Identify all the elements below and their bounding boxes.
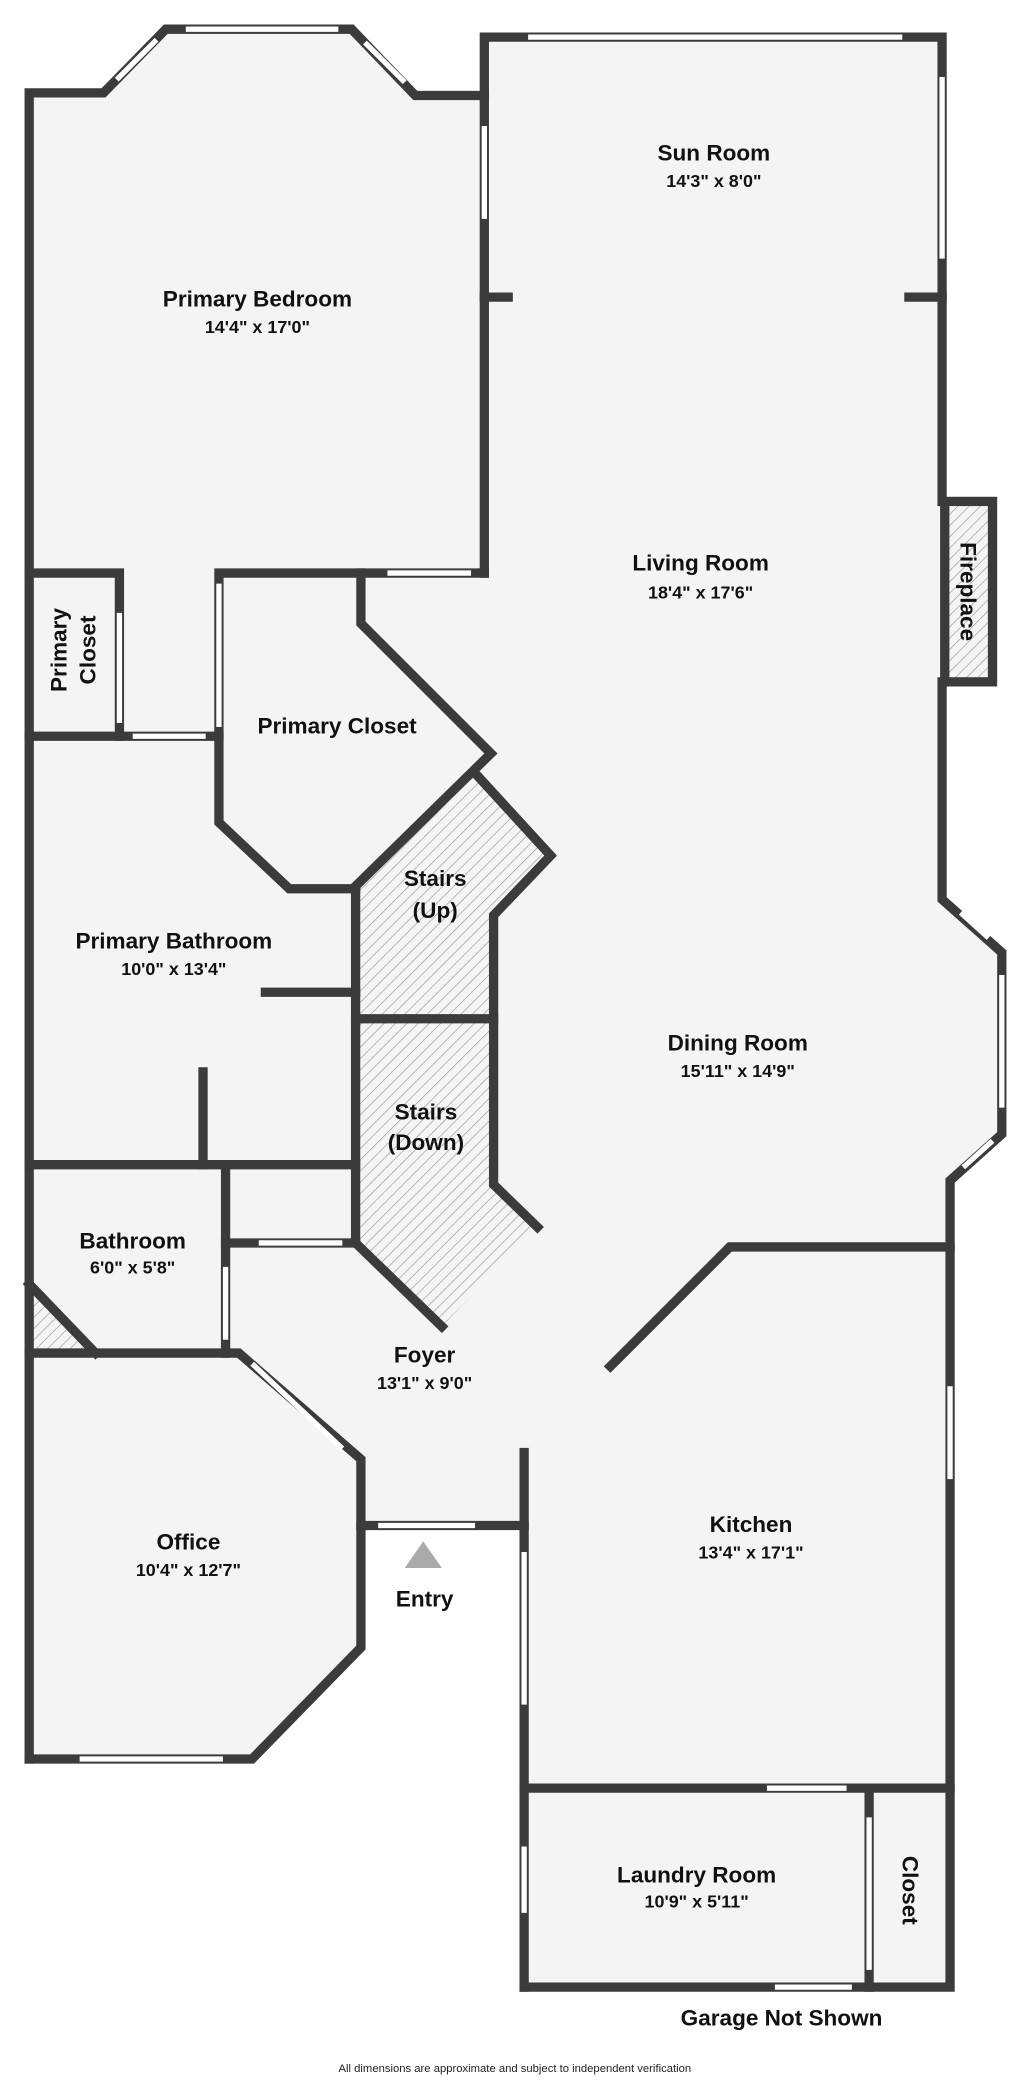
room-name: Closet: [897, 1856, 922, 1925]
room-name: Office: [156, 1529, 220, 1554]
windows: [79, 26, 1005, 1990]
room-name: Foyer: [394, 1342, 456, 1367]
disclaimer: All dimensions are approximate and subje…: [339, 2063, 692, 2075]
room-name: Bathroom: [79, 1228, 185, 1253]
room-name: Dining Room: [668, 1031, 808, 1056]
garage-note: Garage Not Shown: [681, 2006, 883, 2031]
room-name: Primary Bedroom: [163, 286, 352, 311]
room-name: Laundry Room: [617, 1862, 776, 1887]
room-name: Primary: [46, 608, 71, 692]
room-name: (Up): [413, 898, 458, 923]
room-name: Sun Room: [657, 141, 770, 166]
room-name: Closet: [76, 615, 101, 684]
room-dims: 14'3" x 8'0": [666, 171, 761, 191]
room-dims: 10'0" x 13'4": [121, 959, 226, 979]
room-dims: 18'4" x 17'6": [648, 582, 753, 602]
room-dims: 14'4" x 17'0": [205, 317, 310, 337]
room-dims: 6'0" x 5'8": [90, 1257, 175, 1277]
room-name: (Down): [388, 1130, 464, 1155]
room-name: Primary Closet: [257, 714, 417, 739]
room-name: Fireplace: [956, 542, 981, 641]
room-dims: 10'9" x 5'11": [645, 1892, 749, 1912]
room-name: Kitchen: [710, 1512, 793, 1537]
room-name: Stairs: [395, 1100, 458, 1125]
room-name: Stairs: [404, 866, 467, 891]
entry-label: Entry: [396, 1586, 454, 1611]
entry-arrow-icon: [404, 1541, 442, 1568]
room-name: Primary Bathroom: [75, 928, 272, 953]
room-dims: 10'4" x 12'7": [136, 1560, 241, 1580]
room-name: Living Room: [632, 550, 769, 575]
stairs-up-hatch: [355, 776, 551, 1019]
room-dims: 15'11" x 14'9": [681, 1061, 795, 1081]
room-dims: 13'4" x 17'1": [698, 1543, 803, 1563]
floor-fill: [29, 29, 1002, 1988]
room-dims: 13'1" x 9'0": [377, 1373, 472, 1393]
